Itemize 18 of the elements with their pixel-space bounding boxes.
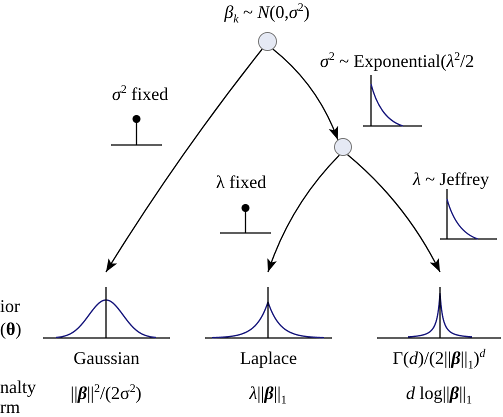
prior-annotation: λ fixed	[216, 172, 266, 193]
row-label: ior (θ)	[0, 295, 22, 341]
arrow	[272, 48, 338, 140]
arrow	[347, 154, 441, 272]
arrow	[267, 154, 340, 272]
penalty-formula: λ||β||$_{1}$	[249, 383, 287, 404]
prior-annotation: λ ~ Jeffrey	[413, 169, 490, 190]
prior-annotation: σ$^{2}$ ~ Exponential(λ$^{2}$/2	[320, 51, 474, 72]
row-label: nalty rm	[0, 377, 37, 417]
formula-label: β$_{k}$ ~ N(0,σ$^{2}$)	[224, 2, 310, 22]
penalty-formula: ||β||$^{2}$/(2σ$^{2}$)	[70, 383, 142, 404]
penalty-formula: d log||β||$_{1}$	[406, 383, 472, 404]
arrow	[105, 48, 263, 272]
prior-annotation: σ$^{2}$ fixed	[112, 84, 168, 105]
plot-caption: Γ(d)/(2||β||$_{1}$)$^{d}$	[392, 348, 486, 369]
plot-caption: Gaussian	[74, 348, 140, 369]
circle-node	[334, 138, 352, 156]
plot-caption: Laplace	[240, 348, 297, 369]
